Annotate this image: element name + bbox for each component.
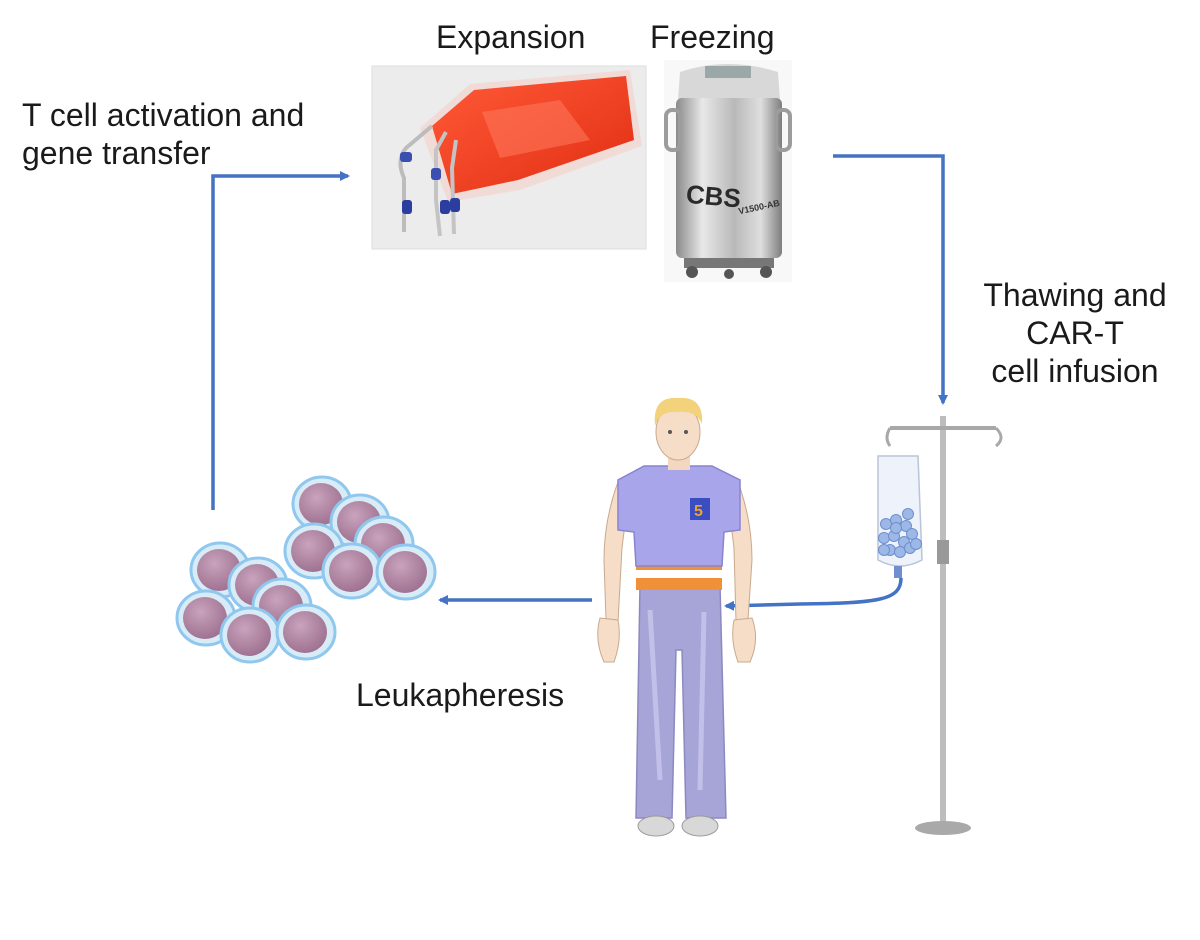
car-t-cell-bead xyxy=(890,522,902,534)
label-thawing-infusion: Thawing and CAR-T cell infusion xyxy=(968,276,1182,390)
label-expansion: Expansion xyxy=(436,19,586,55)
label-t-cell-line-1: T cell activation and xyxy=(22,97,305,133)
shirt-number: 5 xyxy=(694,503,703,520)
car-t-cell-bead xyxy=(878,544,890,556)
cryo-freezer-image: CBS V1500-AB xyxy=(664,60,792,282)
freezer-brand-text: CBS xyxy=(685,179,742,214)
car-t-cell-bead xyxy=(878,532,890,544)
label-thawing-line-2: CAR-T xyxy=(1026,315,1124,351)
right-shoe xyxy=(681,815,719,837)
label-thawing-line-3: cell infusion xyxy=(991,353,1159,389)
t-cell xyxy=(375,543,437,601)
car-t-cells-in-bag xyxy=(878,508,922,558)
label-thawing-line-1: Thawing and xyxy=(983,277,1167,313)
car-t-cell-bead xyxy=(902,508,914,520)
left-shoe xyxy=(637,815,675,837)
car-t-cell-bead xyxy=(906,528,918,540)
stand-base xyxy=(915,821,971,835)
car-t-cell-bead xyxy=(894,546,906,558)
label-t-cell-activation: T cell activation and gene transfer xyxy=(22,96,304,172)
arrow-activation-to-expansion xyxy=(211,171,350,510)
arrow-iv-to-patient xyxy=(724,577,903,611)
label-leukapheresis: Leukapheresis xyxy=(356,677,565,713)
arrow-freezing-to-infusion xyxy=(833,154,948,405)
hair xyxy=(654,397,703,426)
iv-stand xyxy=(877,416,1003,835)
car-t-cell-bead xyxy=(910,538,922,550)
t-cell xyxy=(321,542,383,600)
label-freezing: Freezing xyxy=(650,19,775,55)
car-t-cell-bead xyxy=(880,518,892,530)
left-hand xyxy=(597,617,620,663)
t-cell xyxy=(275,603,337,661)
process-arrows xyxy=(211,154,948,611)
label-t-cell-line-2: gene transfer xyxy=(22,135,211,171)
shirt xyxy=(617,465,741,567)
expansion-bag-image xyxy=(371,65,647,250)
right-hand xyxy=(732,617,756,663)
t-cell xyxy=(219,606,281,664)
patient-figure: 5 xyxy=(597,397,756,837)
t-cell-cluster xyxy=(175,475,437,664)
